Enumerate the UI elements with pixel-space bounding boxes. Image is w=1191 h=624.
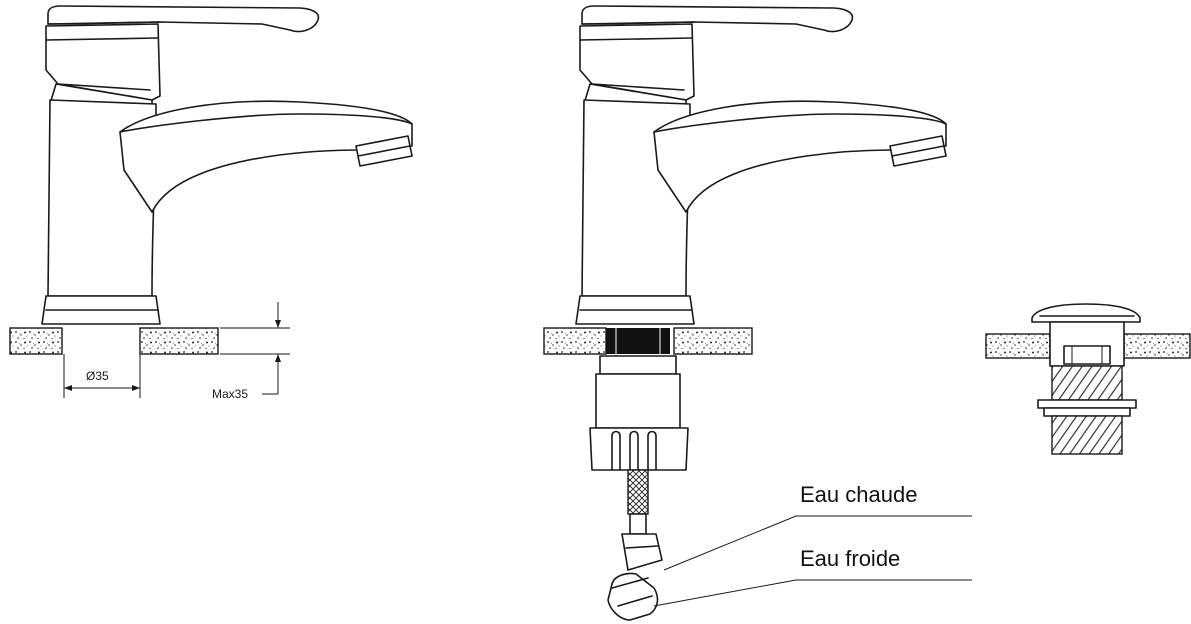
- callouts: Eau chaude Eau froide: [653, 482, 972, 607]
- mounting-nut: [589, 355, 689, 471]
- countertop-left: [9, 327, 219, 355]
- faucet-left: [41, 5, 413, 325]
- dimension-diameter: Ø35: [63, 354, 141, 398]
- supply-hose: [607, 469, 663, 621]
- faucet-right: [575, 5, 947, 325]
- countertop-middle: [543, 327, 753, 355]
- max-thickness-label: Max35: [212, 387, 248, 401]
- drain-plug: [985, 303, 1191, 455]
- cold-water-label: Eau froide: [800, 546, 900, 571]
- hot-water-label: Eau chaude: [800, 482, 917, 507]
- diameter-label: Ø35: [86, 369, 109, 383]
- dimension-max-thickness: Max35: [212, 302, 290, 401]
